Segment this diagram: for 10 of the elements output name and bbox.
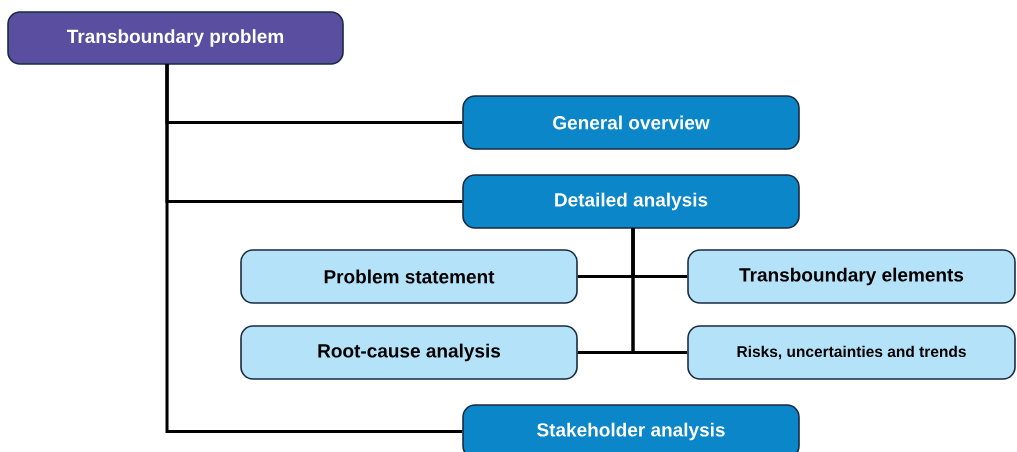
connector-line <box>631 228 688 354</box>
process-box: Stakeholder analysis <box>462 404 800 452</box>
process-box: General overview <box>462 95 800 150</box>
process-box: Problem statement <box>240 249 578 304</box>
process-box: Detailed analysis <box>462 174 800 229</box>
connector-line <box>165 64 463 433</box>
process-box: Risks, uncertainties and trends <box>687 325 1016 380</box>
process-box: Transboundary problem <box>7 11 344 65</box>
process-box: Root-cause analysis <box>240 325 578 380</box>
process-box: Transboundary elements <box>687 249 1016 304</box>
